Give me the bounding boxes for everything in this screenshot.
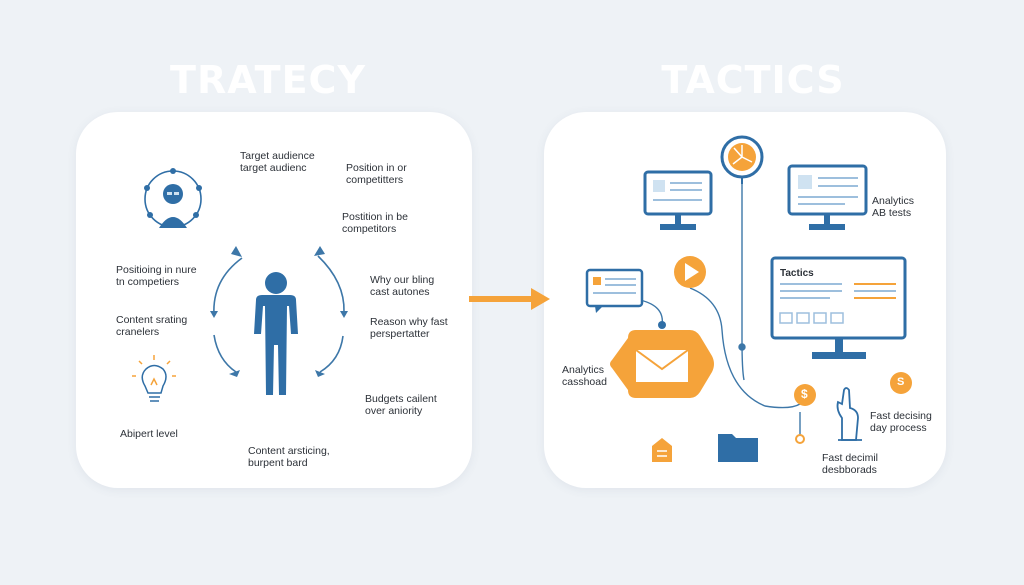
label-target-audience: Target audience <box>240 150 315 162</box>
label-positioning-a: Positioing in nure <box>116 264 197 276</box>
envelope-hexagon-icon <box>610 321 714 398</box>
label-why-a: Why our bling <box>370 274 435 286</box>
transition-arrow-icon <box>469 288 550 310</box>
document-house-icon <box>652 438 672 462</box>
badge-glyph: S <box>897 376 905 388</box>
label-analytics-dash-b: casshoad <box>562 376 607 388</box>
cycle-arrows-icon <box>210 246 348 377</box>
gear-badge-icon <box>890 372 912 394</box>
label-analytics-ab-a: Analytics <box>872 195 915 207</box>
label-analytics-dash-a: Analytics <box>562 364 605 376</box>
person-figure-icon <box>254 272 298 395</box>
label-abipert-level: Abipert level <box>120 428 178 440</box>
label-budgets-a: Budgets cailent <box>365 393 437 405</box>
label-content-b: cranelers <box>116 326 160 338</box>
label-why-b: cast autones <box>370 286 430 298</box>
label-positioning-b: tn competiers <box>116 276 180 288</box>
label-content-a: Content srating <box>116 314 188 326</box>
label-fast-decimal-b: desbborads <box>822 464 877 476</box>
label-content-art-a: Content arsticing, <box>248 445 330 457</box>
label-fast-deciding-b: day process <box>870 422 927 434</box>
label-position-1a: Position in or <box>346 162 407 174</box>
label-fast-deciding-a: Fast decising <box>870 410 932 422</box>
label-tactics-screen: Tactics <box>780 268 814 279</box>
label-position-2b: competitors <box>342 223 397 235</box>
monitor-tactics-icon <box>770 256 907 359</box>
label-content-art-b: burpent bard <box>248 457 308 469</box>
dollar-sign-glyph: $ <box>801 387 808 401</box>
tactics-title: TACTICS <box>661 58 845 102</box>
monitor-profile-icon <box>643 170 713 230</box>
lightbulb-icon <box>132 355 176 402</box>
label-reason-a: Reason why fast <box>370 316 448 328</box>
label-budgets-b: over aniority <box>365 405 423 417</box>
dollar-coin-icon <box>794 384 816 444</box>
label-reason-b: perspertatter <box>370 328 430 340</box>
hand-pointer-icon <box>836 387 862 441</box>
label-target-audience-2: target audienc <box>240 162 307 174</box>
label-position-1b: competitters <box>346 174 404 186</box>
play-button-icon <box>674 256 706 288</box>
folder-icon <box>718 434 758 462</box>
strategy-title: TRATECY <box>170 58 366 102</box>
clock-target-icon <box>720 135 764 184</box>
chat-card-icon <box>585 268 644 313</box>
monitor-analytics-icon <box>787 164 868 230</box>
label-position-2a: Postition in be <box>342 211 408 223</box>
audience-avatar-icon <box>144 168 202 228</box>
label-analytics-ab-b: AB tests <box>872 207 912 219</box>
label-fast-decimal-a: Fast decimil <box>822 452 879 464</box>
